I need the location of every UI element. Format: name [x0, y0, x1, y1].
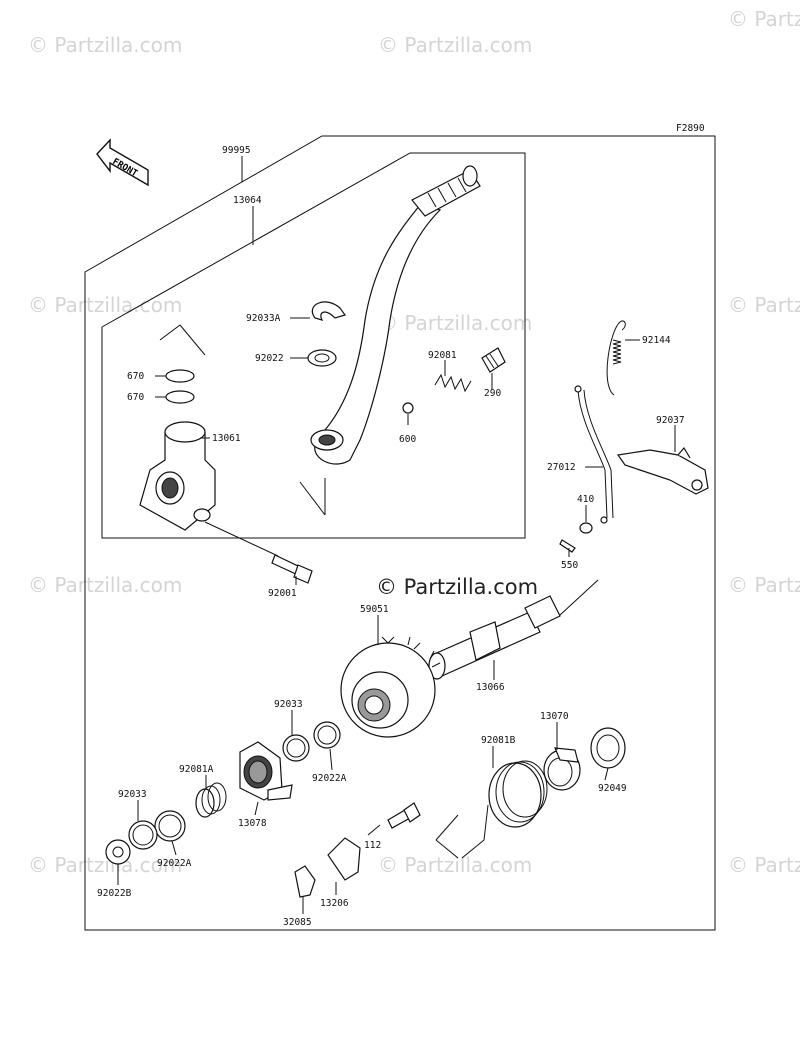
- stopper-bracket: [616, 446, 709, 495]
- watermark-text: © Partzilla.com: [728, 573, 800, 597]
- part-label: 13066: [476, 682, 505, 693]
- part-label: 13061: [212, 433, 241, 444]
- watermark-text: © Partzilla.com: [28, 853, 182, 877]
- part-label: 92081: [428, 350, 457, 361]
- front-arrow-icon: FRONT: [96, 138, 149, 187]
- kick-pedal-subassembly-frame: [101, 152, 526, 539]
- part-label: 13206: [320, 898, 349, 909]
- part-label: 92033A: [246, 313, 281, 324]
- part-label: 670: [127, 371, 144, 382]
- cotter-pin: [559, 539, 576, 553]
- part-label: 92033: [118, 789, 147, 800]
- kick-spring: [435, 760, 548, 859]
- watermark-text: © Partzilla.com: [728, 7, 800, 31]
- part-label: 32085: [283, 917, 312, 928]
- detent-spring: [434, 373, 472, 393]
- watermark-text: © Partzilla.com: [378, 311, 532, 335]
- part-label: 13070: [540, 711, 569, 722]
- leader-lines: [117, 156, 676, 914]
- ratchet: [239, 741, 293, 801]
- kick-gear: [340, 636, 441, 738]
- part-label: 59051: [360, 604, 389, 615]
- part-label: 92033: [274, 699, 303, 710]
- o-ring: [165, 369, 195, 383]
- part-label: 27012: [547, 462, 576, 473]
- watermark-text: © Partzilla.com: [28, 293, 182, 317]
- kick-shaft: [428, 579, 599, 680]
- watermark-text: © Partzilla.com: [728, 853, 800, 877]
- part-label: 550: [561, 560, 578, 571]
- part-label: 92022B: [97, 888, 132, 899]
- part-label: 410: [577, 494, 594, 505]
- part-label: 92049: [598, 783, 627, 794]
- part-label: 13078: [238, 818, 267, 829]
- watermark-text: © Partzilla.com: [378, 853, 532, 877]
- ratchet-spring: [195, 782, 227, 818]
- part-label: 13064: [233, 195, 262, 206]
- steel-ball: [402, 402, 414, 414]
- watermark-text: © Partzilla.com: [28, 573, 182, 597]
- watermark-text: © Partzilla.com: [378, 33, 532, 57]
- kick-boss: [139, 421, 216, 531]
- part-label: 92001: [268, 588, 297, 599]
- part-label: 92144: [642, 335, 671, 346]
- part-label: 290: [484, 388, 501, 399]
- watermark-center: © Partzilla.com: [376, 575, 538, 599]
- part-label: 92081B: [481, 735, 516, 746]
- guide-plate: [327, 837, 361, 881]
- lever-rod: [574, 385, 614, 524]
- kick-pedal-arm: [310, 165, 481, 465]
- watermarks: © Partzilla.com © Partzilla.com © Partzi…: [28, 7, 800, 877]
- part-label: 92022: [255, 353, 284, 364]
- part-label: 92081A: [179, 764, 214, 775]
- outer-frame: [84, 135, 716, 931]
- return-spring: [606, 320, 626, 396]
- part-labels: 99995 13064 92033A 92022 92081 290 600 6…: [97, 145, 685, 928]
- guide-pin: [294, 865, 316, 898]
- part-label: 92022A: [157, 858, 192, 869]
- watermark-text: © Partzilla.com: [728, 293, 800, 317]
- detent-pin: [481, 347, 506, 373]
- part-label: 670: [127, 392, 144, 403]
- watermark-text: © Partzilla.com: [28, 33, 182, 57]
- part-label: 92037: [656, 415, 685, 426]
- part-label: 600: [399, 434, 416, 445]
- pinch-bolt: [204, 521, 313, 584]
- ref-code: F2890: [676, 123, 705, 134]
- part-label: 112: [364, 840, 381, 851]
- part-label: 92022A: [312, 773, 347, 784]
- o-ring: [165, 390, 195, 404]
- spring-guide: [543, 747, 581, 791]
- washer-small: [579, 522, 593, 534]
- part-label: 99995: [222, 145, 251, 156]
- circlip: [311, 301, 346, 321]
- guide-bolt: [387, 802, 421, 829]
